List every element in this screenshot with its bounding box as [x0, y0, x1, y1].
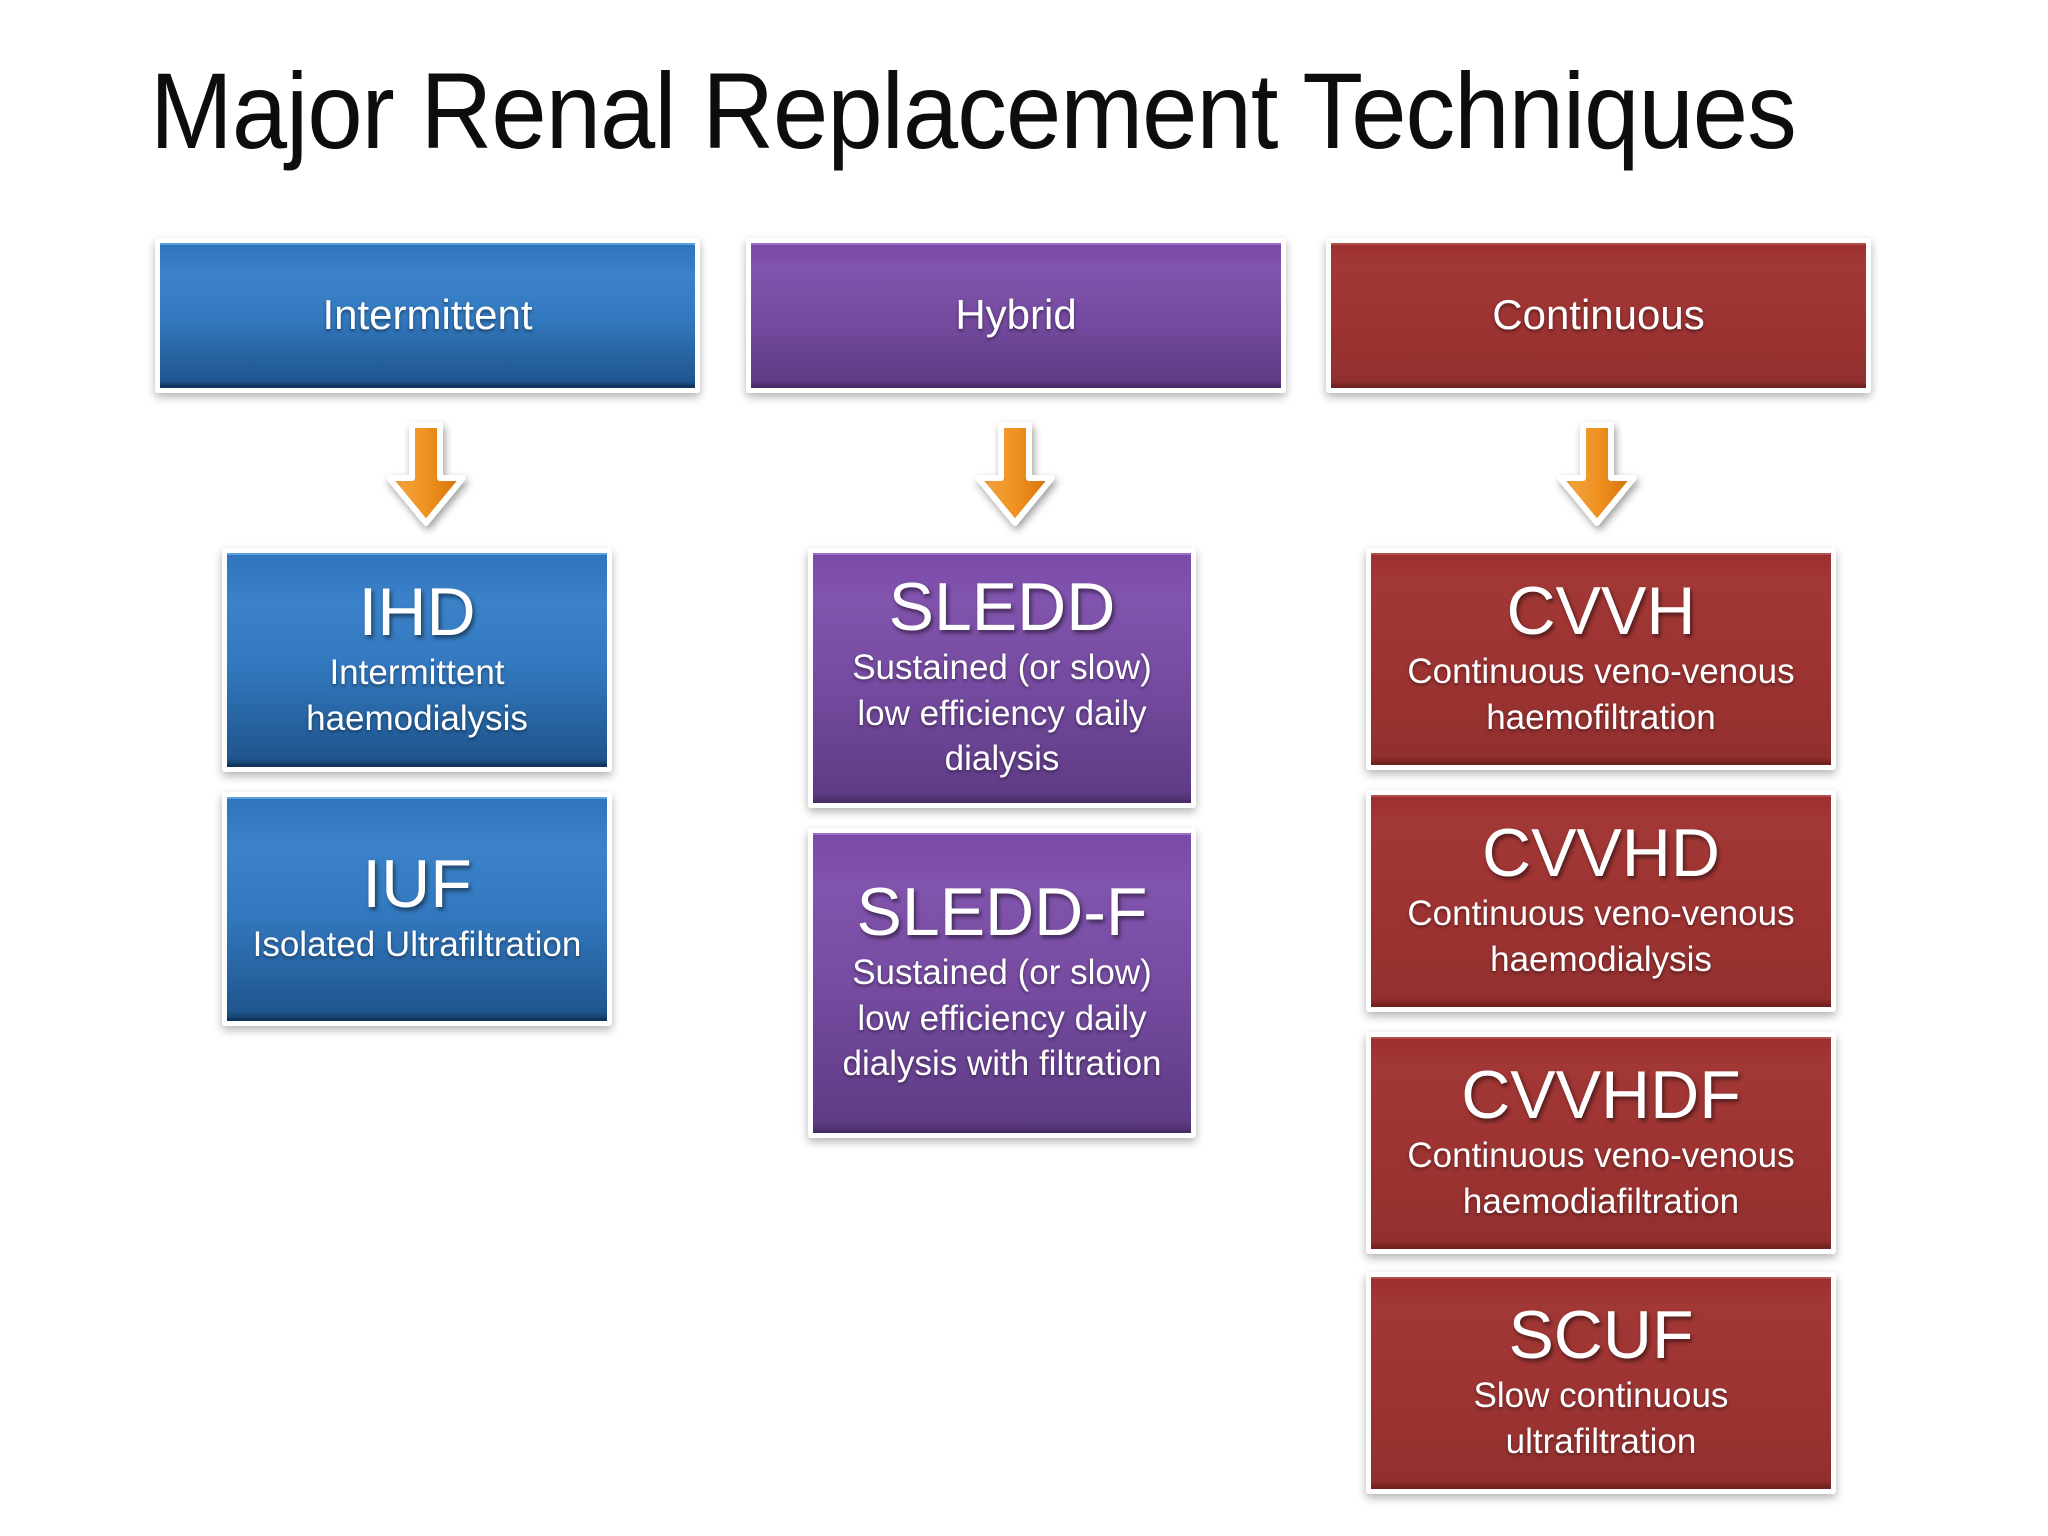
- down-arrow-icon-intermittent: [383, 422, 469, 528]
- technique-desc-cvvhdf: Continuous veno-venous haemodiafiltratio…: [1407, 1136, 1795, 1221]
- technique-box-sledd[interactable]: SLEDD Sustained (or slow) low efficiency…: [808, 548, 1196, 808]
- technique-box-iuf-inner: IUF Isolated Ultrafiltration: [227, 797, 607, 1021]
- technique-abbr-ihd: IHD: [358, 574, 476, 650]
- technique-box-ihd-inner: IHD Intermittent haemodialysis: [227, 553, 607, 767]
- technique-abbr-sledd: SLEDD: [888, 569, 1116, 646]
- technique-abbr-cvvhdf: CVVHDF: [1461, 1057, 1741, 1133]
- technique-box-iuf[interactable]: IUF Isolated Ultrafiltration: [222, 792, 612, 1026]
- technique-desc-scuf: Slow continuous ultrafiltration: [1473, 1376, 1729, 1461]
- down-arrow-icon-continuous: [1554, 422, 1640, 528]
- technique-abbr-iuf: IUF: [362, 845, 472, 922]
- technique-desc-sledd-f: Sustained (or slow) low efficiency daily…: [842, 953, 1162, 1084]
- technique-box-sledd-f-inner: SLEDD-F Sustained (or slow) low efficien…: [813, 833, 1191, 1133]
- header-box-continuous-inner: Continuous: [1331, 243, 1866, 388]
- header-box-intermittent[interactable]: Intermittent: [155, 238, 700, 393]
- technique-abbr-sledd-f: SLEDD-F: [856, 874, 1148, 951]
- page-title: Major Renal Replacement Techniques: [150, 50, 1797, 171]
- technique-desc-ihd: Intermittent haemodialysis: [306, 653, 528, 738]
- technique-abbr-cvvhd: CVVHD: [1481, 815, 1721, 891]
- technique-box-sledd-inner: SLEDD Sustained (or slow) low efficiency…: [813, 553, 1191, 803]
- technique-box-cvvhd[interactable]: CVVHD Continuous veno-venous haemodialys…: [1366, 790, 1836, 1012]
- header-label-continuous: Continuous: [1492, 290, 1705, 338]
- technique-desc-sledd: Sustained (or slow) low efficiency daily…: [852, 648, 1152, 779]
- down-arrow-icon-hybrid: [972, 422, 1058, 528]
- technique-desc-cvvh: Continuous veno-venous haemofiltration: [1407, 652, 1795, 737]
- technique-box-scuf[interactable]: SCUF Slow continuous ultrafiltration: [1366, 1272, 1836, 1494]
- technique-box-scuf-inner: SCUF Slow continuous ultrafiltration: [1371, 1277, 1831, 1489]
- technique-box-cvvhdf-inner: CVVHDF Continuous veno-venous haemodiafi…: [1371, 1037, 1831, 1249]
- technique-abbr-scuf: SCUF: [1508, 1297, 1694, 1373]
- technique-abbr-cvvh: CVVH: [1506, 573, 1696, 649]
- technique-box-sledd-f[interactable]: SLEDD-F Sustained (or slow) low efficien…: [808, 828, 1196, 1138]
- technique-box-cvvhdf[interactable]: CVVHDF Continuous veno-venous haemodiafi…: [1366, 1032, 1836, 1254]
- technique-box-cvvh[interactable]: CVVH Continuous veno-venous haemofiltrat…: [1366, 548, 1836, 770]
- technique-desc-cvvhd: Continuous veno-venous haemodialysis: [1407, 894, 1795, 979]
- header-label-hybrid: Hybrid: [955, 290, 1077, 338]
- header-box-intermittent-inner: Intermittent: [160, 243, 695, 388]
- technique-box-cvvhd-inner: CVVHD Continuous veno-venous haemodialys…: [1371, 795, 1831, 1007]
- header-box-hybrid-inner: Hybrid: [751, 243, 1281, 388]
- header-label-intermittent: Intermittent: [322, 290, 533, 338]
- header-box-hybrid[interactable]: Hybrid: [746, 238, 1286, 393]
- header-box-continuous[interactable]: Continuous: [1326, 238, 1871, 393]
- technique-box-ihd[interactable]: IHD Intermittent haemodialysis: [222, 548, 612, 772]
- technique-box-cvvh-inner: CVVH Continuous veno-venous haemofiltrat…: [1371, 553, 1831, 765]
- technique-desc-iuf: Isolated Ultrafiltration: [252, 924, 582, 964]
